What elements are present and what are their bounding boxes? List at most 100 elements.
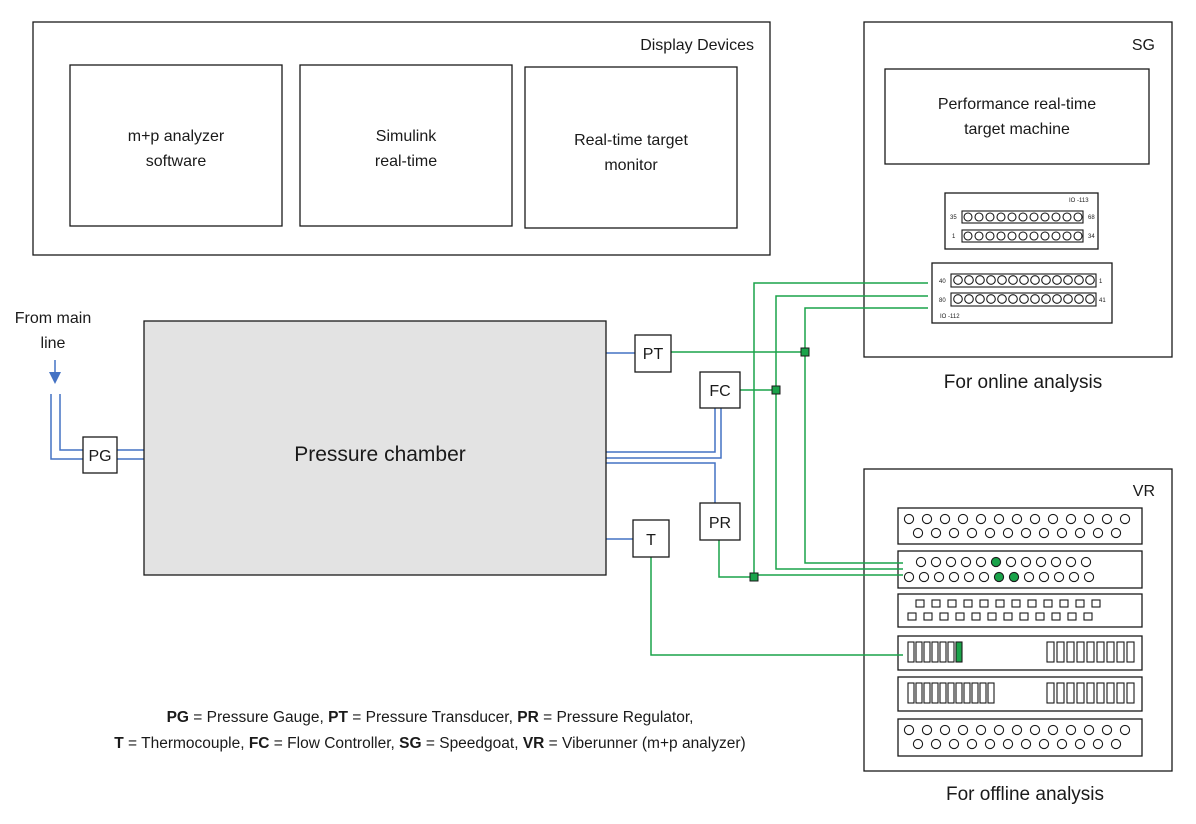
vr-pin bbox=[939, 724, 951, 736]
vr-module-1 bbox=[897, 507, 1143, 545]
io113-pin bbox=[1062, 231, 1072, 241]
io113-row1-left: 35 bbox=[950, 215, 957, 221]
legend-abbr-fc: FC bbox=[248, 735, 270, 752]
io113-pin bbox=[1051, 231, 1061, 241]
vr-pin bbox=[1101, 724, 1113, 736]
vr-slot bbox=[955, 612, 965, 621]
vr-pin bbox=[948, 527, 960, 539]
vr-pin bbox=[978, 571, 990, 583]
vr-slot bbox=[979, 682, 987, 704]
vr-slot bbox=[1096, 682, 1105, 704]
vr-slot bbox=[963, 599, 973, 608]
io113-pin bbox=[974, 231, 984, 241]
vr-slot bbox=[1051, 612, 1061, 621]
vr-pin bbox=[1020, 738, 1032, 750]
vr-pin bbox=[1011, 513, 1023, 525]
vr-pin bbox=[1074, 738, 1086, 750]
vr-slot bbox=[971, 682, 979, 704]
vr-module-2 bbox=[897, 550, 1143, 589]
vr-slot bbox=[955, 682, 963, 704]
vr-pin bbox=[1056, 527, 1068, 539]
vr-slot bbox=[1027, 599, 1037, 608]
io112-pin bbox=[1063, 275, 1073, 285]
vr-pin bbox=[1110, 527, 1122, 539]
vr-slot bbox=[1096, 641, 1105, 663]
io112-pin bbox=[1063, 294, 1073, 304]
vr-pin bbox=[915, 556, 927, 568]
legend-text-t: = Thermocouple, bbox=[123, 735, 249, 752]
vr-pin bbox=[1065, 556, 1077, 568]
target-monitor-box bbox=[524, 66, 738, 229]
vr-slot bbox=[1086, 641, 1095, 663]
vr-slot bbox=[1067, 612, 1077, 621]
vr-pin bbox=[957, 724, 969, 736]
vr-slot bbox=[1011, 599, 1021, 608]
io112-pin bbox=[1008, 294, 1018, 304]
vr-pin bbox=[930, 738, 942, 750]
vr-pin bbox=[993, 513, 1005, 525]
vr-pin bbox=[1023, 571, 1035, 583]
io112-pin bbox=[1052, 294, 1062, 304]
vr-pin bbox=[966, 527, 978, 539]
io112-pin bbox=[1085, 294, 1095, 304]
vr-pin bbox=[1047, 724, 1059, 736]
vr-slot bbox=[915, 641, 923, 663]
io112-pin bbox=[1074, 294, 1084, 304]
vr-slot bbox=[987, 612, 997, 621]
vr-slot bbox=[1046, 682, 1055, 704]
io112-pin bbox=[1041, 294, 1051, 304]
io113-row2-right: 34 bbox=[1088, 234, 1095, 240]
vr-pin bbox=[903, 724, 915, 736]
vr-pin bbox=[1074, 527, 1086, 539]
vr-slot bbox=[1116, 641, 1125, 663]
vr-pin bbox=[1038, 527, 1050, 539]
vr-slot bbox=[923, 641, 931, 663]
vr-pin bbox=[975, 724, 987, 736]
vr-pin bbox=[1068, 571, 1080, 583]
simulink-label-2: real-time bbox=[375, 153, 437, 170]
vr-slot bbox=[939, 612, 949, 621]
io113-pin bbox=[1062, 212, 1072, 222]
vr-pin bbox=[990, 556, 1002, 568]
legend-line-2: T = Thermocouple, FC = Flow Controller, … bbox=[0, 735, 860, 753]
legend-abbr-pt: PT bbox=[328, 709, 348, 726]
io112-pin bbox=[953, 275, 963, 285]
pressure-gauge-label: PG bbox=[88, 448, 111, 465]
vr-slot bbox=[1075, 599, 1085, 608]
vr-slot bbox=[995, 599, 1005, 608]
vr-pin bbox=[1080, 556, 1092, 568]
vr-slot bbox=[1083, 612, 1093, 621]
legend-text-pg: = Pressure Gauge, bbox=[188, 709, 329, 726]
signal-junction-pr bbox=[749, 572, 759, 582]
vr-slot bbox=[907, 612, 917, 621]
target-monitor-label-2: monitor bbox=[604, 157, 658, 174]
io113-pin bbox=[1018, 231, 1028, 241]
io112-pin bbox=[1052, 275, 1062, 285]
io113-pin bbox=[1040, 231, 1050, 241]
io112-pin bbox=[1085, 275, 1095, 285]
vr-pin bbox=[1065, 724, 1077, 736]
io112-pin bbox=[997, 275, 1007, 285]
target-machine-label-1: Performance real-time bbox=[938, 96, 1096, 113]
legend-abbr-pr: PR bbox=[517, 709, 539, 726]
legend-text-sg: = Speedgoat, bbox=[421, 735, 523, 752]
legend-text-vr: = Viberunner (m+p analyzer) bbox=[544, 735, 746, 752]
legend-abbr-vr: VR bbox=[522, 735, 545, 752]
legend-text-pt: = Pressure Transducer, bbox=[347, 709, 518, 726]
vr-pin bbox=[1065, 513, 1077, 525]
vr-pin bbox=[1053, 571, 1065, 583]
vr-pin bbox=[1035, 556, 1047, 568]
vr-slot bbox=[947, 682, 955, 704]
io113-connector bbox=[961, 210, 1084, 243]
vr-slot bbox=[931, 599, 941, 608]
io112-pin bbox=[1008, 275, 1018, 285]
vr-pin bbox=[993, 724, 1005, 736]
io112-pin bbox=[964, 275, 974, 285]
legend-text-fc: = Flow Controller, bbox=[269, 735, 400, 752]
vr-pin bbox=[963, 571, 975, 583]
vr-pin bbox=[1050, 556, 1062, 568]
vr-slot bbox=[1091, 599, 1101, 608]
pressure-chamber bbox=[143, 320, 607, 576]
vr-pin bbox=[903, 513, 915, 525]
io112-pin bbox=[1019, 275, 1029, 285]
